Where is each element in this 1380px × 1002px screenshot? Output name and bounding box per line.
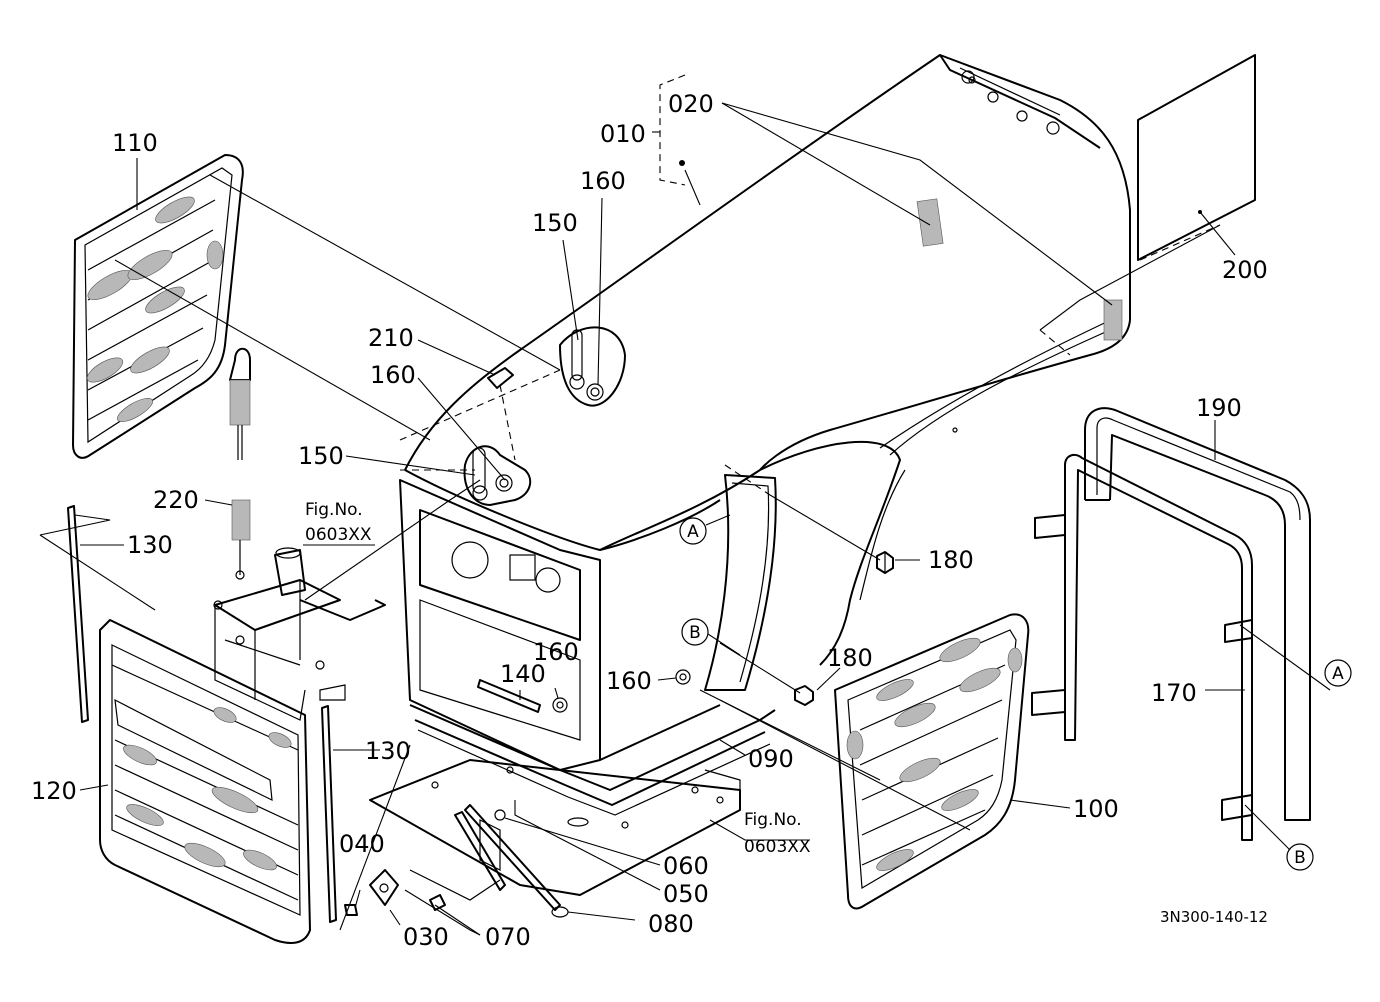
svg-text:Fig.No.: Fig.No. [744,810,802,830]
callout-060: 060 [663,852,709,880]
callout-170: 170 [1151,679,1197,707]
marker-a-2: A [1324,659,1352,687]
callout-160-stay: 160 [533,638,579,666]
svg-text:0603XX: 0603XX [744,837,811,857]
callout-100: 100 [1073,795,1119,823]
callout-150-lower: 150 [298,442,344,470]
callout-200: 200 [1222,256,1268,284]
callout-070: 070 [485,923,531,951]
fig-ref-lower: Fig.No. 0603XX [744,810,811,857]
marker-b-2: B [1286,843,1314,871]
frame-190 [1084,407,1311,821]
side-grille-100 [834,613,1030,910]
callout-210: 210 [368,324,414,352]
callout-050: 050 [663,880,709,908]
callout-090: 090 [748,745,794,773]
bolt-180-upper [876,551,894,574]
callout-150-upper: 150 [532,209,578,237]
callout-120: 120 [31,777,77,805]
callout-140: 140 [500,660,546,688]
callout-180-lower: 180 [827,644,873,672]
callouts: 010 020 030 040 050 060 070 080 090 100 … [31,90,1268,951]
callout-220: 220 [153,486,199,514]
callout-130-right: 130 [365,737,411,765]
latch-mechanism [344,804,569,918]
callout-160-upper: 160 [580,167,626,195]
svg-text:B: B [1294,848,1306,868]
callout-110: 110 [112,129,158,157]
callout-160-lower: 160 [606,667,652,695]
callout-190: 190 [1196,394,1242,422]
fig-ref-upper: Fig.No. 0603XX [303,500,375,546]
under-plate [369,759,741,896]
hinge-lower [463,445,532,506]
seal-strip-130-right [321,705,337,923]
latch-strap-220 [229,347,251,580]
svg-text:Fig.No.: Fig.No. [305,500,363,520]
rear-plate-200 [1137,54,1256,261]
callout-030: 030 [403,923,449,951]
hinge-upper [559,326,626,407]
bumper-pad-210 [487,367,514,389]
marker-a-1: A [679,517,707,545]
callout-010: 010 [600,120,646,148]
callout-080: 080 [648,910,694,938]
svg-text:0603XX: 0603XX [305,525,372,545]
marker-b-1: B [681,618,709,646]
frame-170 [1031,453,1253,841]
leader-lines [39,74,1331,936]
hood-assembly [399,54,1202,816]
bolt-180-lower [794,685,814,706]
callout-020: 020 [668,90,714,118]
callout-040: 040 [339,830,385,858]
drawing-code: 3N300-140-12 [1160,908,1268,926]
grille-bracket-frame [213,547,386,721]
seal-strip-130-left [67,505,89,723]
callout-180-upper: 180 [928,546,974,574]
svg-text:A: A [1332,664,1344,684]
svg-text:A: A [687,522,699,542]
side-grille-110 [72,154,244,459]
svg-text:B: B [689,623,701,643]
callout-160-mid: 160 [370,361,416,389]
callout-130-left: 130 [127,531,173,559]
front-grille-120 [99,619,311,944]
